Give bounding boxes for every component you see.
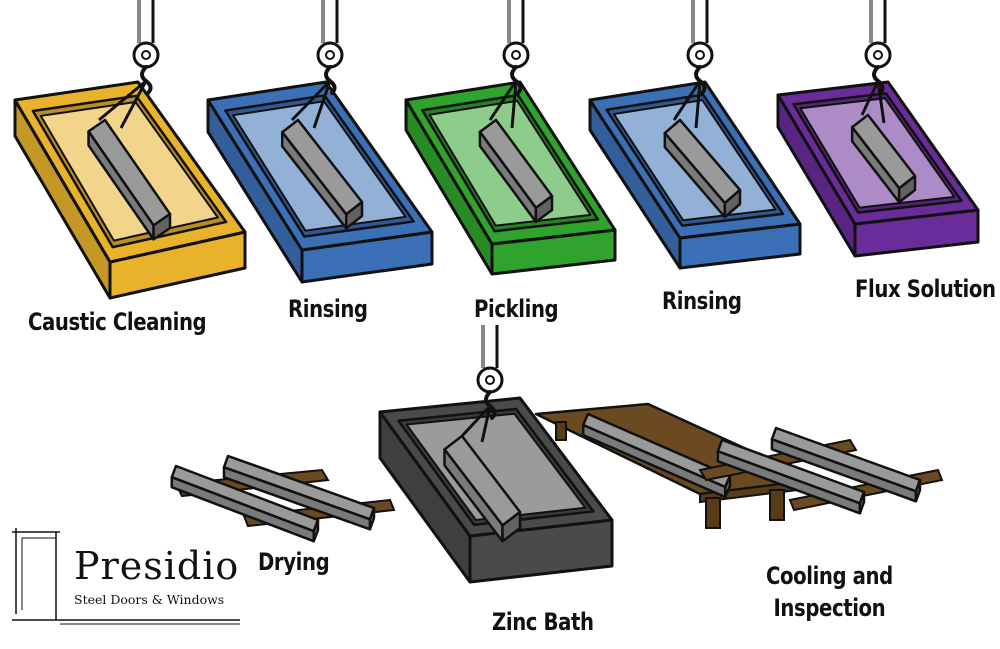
beam-end-drying-1 [312, 518, 320, 543]
beam-end-flux [897, 174, 917, 204]
steel-beam-zinc [443, 434, 522, 543]
hoist-zinc [460, 325, 504, 443]
logo-frame-icon [12, 528, 240, 625]
label-zinc-bath: Zinc Bath [492, 608, 594, 636]
hoist-caustic [98, 0, 160, 129]
hoist-flux [860, 0, 892, 124]
beam-end-rinse1 [344, 200, 364, 230]
steel-beam-drying-1 [170, 464, 320, 543]
steel-beam-flux [850, 113, 917, 204]
hoist-rinse2 [672, 0, 714, 129]
cooling-table [534, 402, 944, 529]
sling-left-caustic [98, 79, 147, 122]
logo-name: Presidio [74, 544, 240, 588]
sling-right-pickle [510, 80, 518, 129]
label-flux-solution: Flux Solution [855, 275, 996, 303]
steel-beam-cool-1 [716, 438, 866, 515]
label-cooling-inspection: Cooling and Inspection [766, 560, 893, 624]
beam-end-zinc [501, 510, 522, 543]
label-pickling: Pickling [474, 295, 559, 323]
label-rinsing-2: Rinsing [662, 287, 742, 315]
sling-left-flux [860, 80, 880, 116]
sling-left-rinse2 [672, 80, 702, 121]
presidio-logo: Presidio Steel Doors & Windows [12, 528, 240, 628]
table-leg-front-left [705, 497, 721, 529]
beam-end-table [723, 474, 732, 499]
sling-left-pickle [488, 80, 518, 121]
sling-right-caustic [119, 80, 148, 129]
hoist-pickle [488, 0, 530, 129]
beam-end-drying-2 [368, 506, 376, 531]
drying-rack [170, 454, 396, 543]
sling-right-rinse2 [694, 80, 702, 129]
sling-right-rinse1 [312, 80, 332, 129]
beam-end-pickle [534, 194, 554, 224]
label-cooling-line1: Cooling and [766, 562, 893, 590]
pulley-hub-flux [873, 50, 883, 60]
pulley-hub-rinse2 [695, 50, 705, 60]
pulley-hub-pickle [511, 50, 521, 60]
table-leg-front-right [769, 489, 785, 521]
table-leg-back [555, 421, 567, 441]
steel-beam-drying-2 [222, 454, 376, 531]
steel-beam-caustic [87, 118, 172, 241]
pulley-hub-zinc [485, 375, 495, 385]
beam-end-caustic [152, 212, 172, 241]
tank-zinc [378, 396, 614, 584]
label-rinsing-1: Rinsing [288, 295, 368, 323]
steel-beam-rinse1 [280, 118, 364, 230]
pulley-hub-rinse1 [325, 50, 335, 60]
steel-beam-table [581, 412, 732, 499]
beam-end-rinse2 [723, 188, 742, 219]
beam-end-cool-2 [914, 478, 922, 503]
pulley-hub-caustic [141, 50, 151, 60]
label-caustic-cleaning: Caustic Cleaning [28, 308, 207, 336]
steel-beam-pickle [478, 118, 554, 224]
logo-tagline: Steel Doors & Windows [74, 592, 225, 607]
sling-left-rinse1 [290, 79, 332, 122]
beam-end-cool-1 [858, 490, 866, 515]
label-cooling-line2: Inspection [773, 594, 886, 622]
steel-beam-rinse2 [663, 118, 742, 219]
hoist-rinse1 [290, 0, 344, 129]
sling-right-zinc [480, 405, 492, 443]
sling-left-zinc [460, 404, 492, 438]
steel-beam-cool-2 [770, 426, 922, 503]
label-drying: Drying [258, 548, 330, 576]
sling-right-flux [876, 80, 886, 124]
